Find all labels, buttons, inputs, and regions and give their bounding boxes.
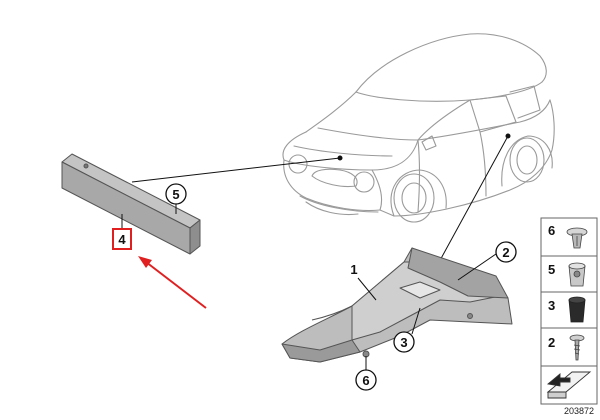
trim-strip-part <box>61 153 201 255</box>
expanding-clip-icon <box>566 227 588 249</box>
spreader-nut-icon <box>568 262 586 287</box>
legend-item-3: 3 <box>548 296 586 323</box>
callout-3: 3 <box>393 331 415 353</box>
fastener-legend: 6 5 3 2 <box>540 217 598 405</box>
svg-text:3: 3 <box>548 298 555 313</box>
legend-item-6: 6 <box>548 223 588 249</box>
callout-1: 1 <box>350 262 357 277</box>
svg-text:2: 2 <box>548 335 555 350</box>
svg-text:5: 5 <box>172 187 179 202</box>
foot-mat-icon <box>546 371 592 399</box>
callout-5: 5 <box>165 183 187 205</box>
svg-text:4: 4 <box>118 232 126 247</box>
leader-lines <box>131 133 511 265</box>
svg-text:1: 1 <box>350 262 357 277</box>
svg-text:6: 6 <box>362 373 369 388</box>
car-outline <box>282 33 555 223</box>
legend-item-2: 2 <box>548 334 585 361</box>
svg-text:6: 6 <box>548 223 555 238</box>
legend-item-5: 5 <box>548 262 586 287</box>
plug-grommet-icon <box>568 296 586 323</box>
legend-item-foot-mat <box>546 371 592 399</box>
red-pointer-arrow <box>138 256 207 309</box>
callout-4-highlighted: 4 <box>112 228 132 250</box>
callout-2: 2 <box>495 241 517 263</box>
underbody-panel-part <box>281 247 513 363</box>
svg-text:3: 3 <box>400 335 407 350</box>
drawing-reference-number: 203872 <box>564 406 594 416</box>
callout-6: 6 <box>355 369 377 391</box>
screw-icon <box>569 334 585 361</box>
svg-text:2: 2 <box>502 245 509 260</box>
svg-text:5: 5 <box>548 262 555 277</box>
